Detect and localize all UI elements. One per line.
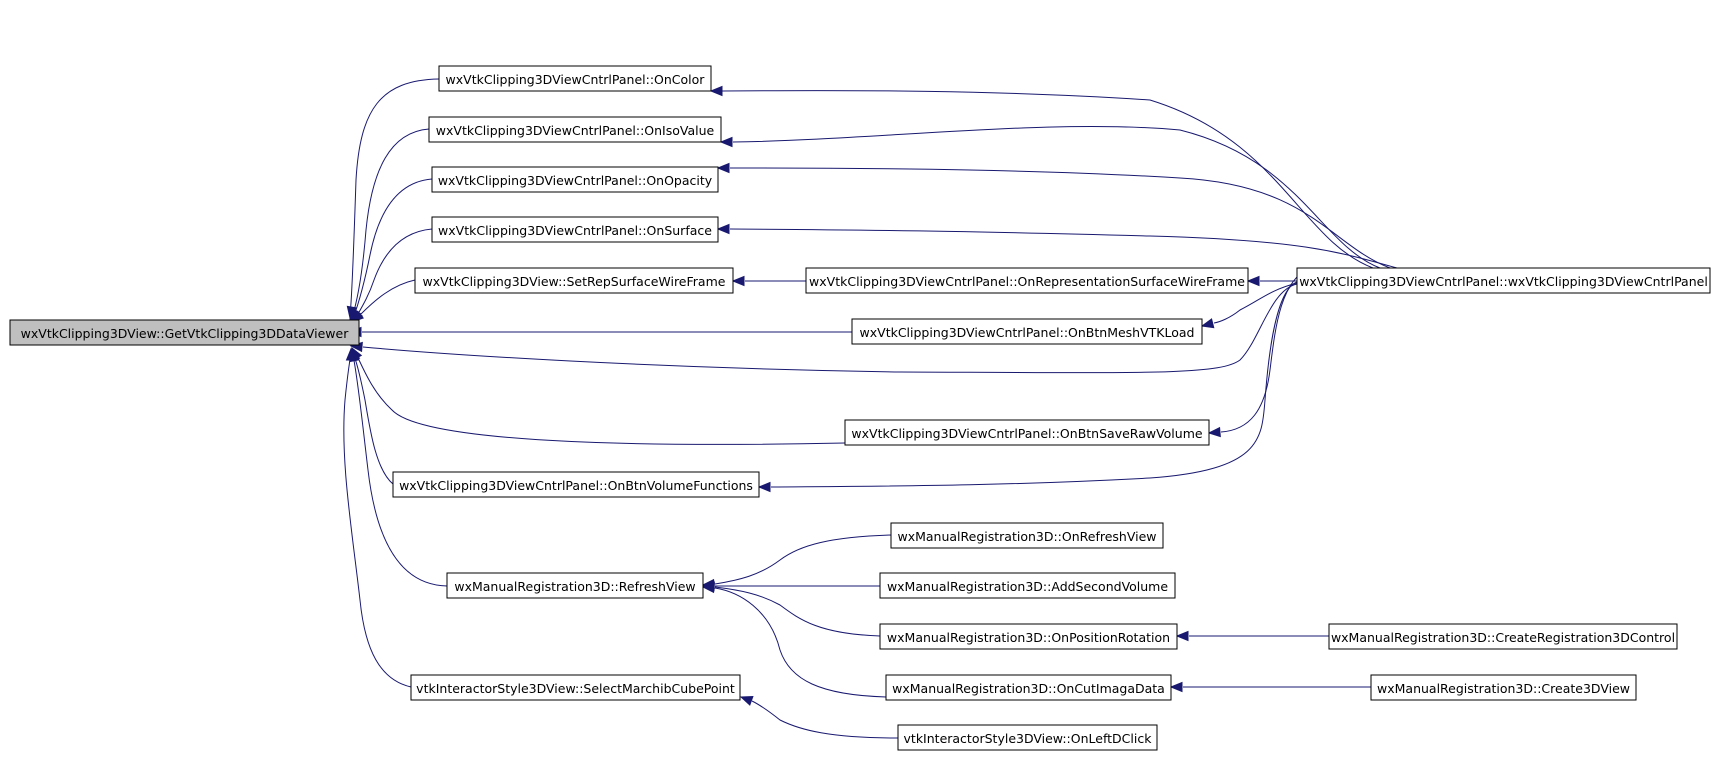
- node-label: wxManualRegistration3D::OnCutImagaData: [892, 681, 1165, 696]
- node-label: wxVtkClipping3DView::GetVtkClipping3DDat…: [21, 326, 350, 341]
- arrowhead-ctor-onSurface: [716, 223, 730, 235]
- call-edge-ctor-onIsoValue: [732, 125, 1381, 269]
- node-box: [885, 674, 1172, 701]
- call-edge-onCut-rv: [714, 587, 887, 698]
- call-edge-onIsoValue-root: [351, 128, 430, 319]
- node-label: wxVtkClipping3DViewCntrlPanel::OnIsoValu…: [436, 123, 715, 138]
- call-edge-ctor-onSurface: [729, 228, 1398, 269]
- node-onCut[interactable]: wxManualRegistration3D::OnCutImagaData: [885, 674, 1172, 701]
- call-edge-ctor-root: [362, 283, 1298, 374]
- call-edge-ctor-onOpacity: [729, 167, 1391, 269]
- call-edge-refreshView-root: [352, 354, 448, 587]
- node-box: [9, 319, 360, 346]
- node-label: wxManualRegistration3D::AddSecondVolume: [887, 579, 1168, 594]
- arrowhead-ctor-onIsoValue: [719, 136, 733, 148]
- arrowhead-create3D-onCut: [1169, 681, 1183, 693]
- node-root[interactable]: wxVtkClipping3DView::GetVtkClipping3DDat…: [9, 319, 360, 346]
- node-create3D[interactable]: wxManualRegistration3D::Create3DView: [1370, 674, 1637, 701]
- call-edge-onOpacity-root: [352, 178, 433, 320]
- node-onBtnVolFn[interactable]: wxVtkClipping3DViewCntrlPanel::OnBtnVolu…: [392, 471, 760, 498]
- node-createReg[interactable]: wxManualRegistration3D::CreateRegistrati…: [1328, 623, 1678, 650]
- node-onRefresh[interactable]: wxManualRegistration3D::OnRefreshView: [890, 522, 1164, 549]
- node-box: [851, 318, 1203, 345]
- node-box: [446, 572, 704, 599]
- node-selectMarch[interactable]: vtkInteractorStyle3DView::SelectMarchibC…: [410, 674, 741, 701]
- node-label: vtkInteractorStyle3DView::OnLeftDClick: [904, 731, 1153, 746]
- node-ctor[interactable]: wxVtkClipping3DViewCntrlPanel::wxVtkClip…: [1296, 267, 1711, 294]
- node-box: [1328, 623, 1678, 650]
- node-label: wxVtkClipping3DViewCntrlPanel::OnColor: [446, 72, 706, 87]
- call-edge-onLeftD-selectMarch: [751, 700, 899, 739]
- node-onOpacity[interactable]: wxVtkClipping3DViewCntrlPanel::OnOpacity: [431, 166, 719, 193]
- call-edge-ctor-onBtnMesh: [1213, 282, 1298, 324]
- arrowhead-ctor-onBtnMesh: [1200, 318, 1215, 329]
- node-label: wxManualRegistration3D::Create3DView: [1377, 681, 1630, 696]
- node-box: [438, 65, 712, 92]
- call-edge-ctor-onBtnVolFn: [770, 281, 1298, 488]
- node-label: wxManualRegistration3D::OnPositionRotati…: [887, 630, 1170, 645]
- call-edge-onPosRot-rv: [714, 586, 881, 637]
- call-edge-selectMarch-root: [343, 352, 412, 688]
- node-label: wxVtkClipping3DViewCntrlPanel::OnSurface: [438, 223, 712, 238]
- node-box: [1296, 267, 1711, 294]
- node-box: [805, 267, 1249, 294]
- node-box: [879, 623, 1178, 650]
- arrowhead-ctor-onRepSurf: [1246, 275, 1260, 287]
- node-box: [414, 267, 734, 294]
- arrowhead-createReg-onPosRot: [1175, 630, 1189, 642]
- node-onRepSurf[interactable]: wxVtkClipping3DViewCntrlPanel::OnReprese…: [805, 267, 1249, 294]
- node-onBtnMesh[interactable]: wxVtkClipping3DViewCntrlPanel::OnBtnMesh…: [851, 318, 1203, 345]
- node-label: wxVtkClipping3DViewCntrlPanel::OnBtnSave…: [851, 426, 1202, 441]
- node-addSecond[interactable]: wxManualRegistration3D::AddSecondVolume: [879, 572, 1176, 599]
- node-box: [431, 216, 719, 243]
- arrowhead-onLeftD-selectMarch: [739, 696, 754, 706]
- node-box: [392, 471, 760, 498]
- call-edge-onColor-root: [349, 78, 440, 316]
- node-box: [844, 419, 1210, 446]
- arrowhead-ctor-onBtnVolFn: [757, 481, 771, 493]
- call-nodes: wxVtkClipping3DView::GetVtkClipping3DDat…: [9, 65, 1711, 751]
- node-label: wxManualRegistration3D::OnRefreshView: [897, 529, 1156, 544]
- node-refreshView[interactable]: wxManualRegistration3D::RefreshView: [446, 572, 704, 599]
- node-onColor[interactable]: wxVtkClipping3DViewCntrlPanel::OnColor: [438, 65, 712, 92]
- node-box: [890, 522, 1164, 549]
- node-box: [431, 166, 719, 193]
- node-box: [428, 116, 722, 143]
- node-box: [410, 674, 741, 701]
- arrowhead-onCut-rv: [701, 582, 715, 594]
- arrowhead-ctor-onOpacity: [716, 162, 730, 174]
- node-label: wxManualRegistration3D::RefreshView: [454, 579, 695, 594]
- node-box: [1370, 674, 1637, 701]
- call-edge-onSurface-root: [353, 228, 433, 322]
- node-label: wxVtkClipping3DViewCntrlPanel::OnOpacity: [438, 173, 713, 188]
- arrowhead-onRepSurf-setRep: [731, 275, 745, 287]
- arrowhead-selectMarch-root: [345, 347, 357, 361]
- node-box: [897, 724, 1158, 751]
- node-label: wxVtkClipping3DViewCntrlPanel::OnBtnVolu…: [399, 478, 753, 493]
- node-setRep[interactable]: wxVtkClipping3DView::SetRepSurfaceWireFr…: [414, 267, 734, 294]
- node-onPosRot[interactable]: wxManualRegistration3D::OnPositionRotati…: [879, 623, 1178, 650]
- node-onSurface[interactable]: wxVtkClipping3DViewCntrlPanel::OnSurface: [431, 216, 719, 243]
- node-label: wxVtkClipping3DView::SetRepSurfaceWireFr…: [423, 274, 726, 289]
- node-label: vtkInteractorStyle3DView::SelectMarchibC…: [416, 681, 735, 696]
- node-onLeftD[interactable]: vtkInteractorStyle3DView::OnLeftDClick: [897, 724, 1158, 751]
- call-edge-ctor-onBtnSave: [1220, 267, 1311, 433]
- call-edge-onBtnVolFn-root: [352, 352, 394, 485]
- node-label: wxVtkClipping3DViewCntrlPanel::wxVtkClip…: [1299, 274, 1708, 289]
- node-onBtnSave[interactable]: wxVtkClipping3DViewCntrlPanel::OnBtnSave…: [844, 419, 1210, 446]
- node-label: wxManualRegistration3D::CreateRegistrati…: [1331, 630, 1675, 645]
- node-onIsoValue[interactable]: wxVtkClipping3DViewCntrlPanel::OnIsoValu…: [428, 116, 722, 143]
- node-label: wxVtkClipping3DViewCntrlPanel::OnReprese…: [809, 274, 1245, 289]
- arrowhead-ctor-onBtnSave: [1207, 426, 1221, 438]
- node-label: wxVtkClipping3DViewCntrlPanel::OnBtnMesh…: [860, 325, 1195, 340]
- node-box: [879, 572, 1176, 599]
- call-edge-ctor-onColor: [721, 90, 1374, 269]
- call-edge-onBtnSave-root: [354, 351, 846, 445]
- call-edge-onRefresh-rv: [714, 534, 892, 585]
- call-edge-setRep-root: [359, 279, 416, 316]
- call-edges: [343, 78, 1398, 739]
- arrowhead-ctor-onColor: [709, 85, 723, 97]
